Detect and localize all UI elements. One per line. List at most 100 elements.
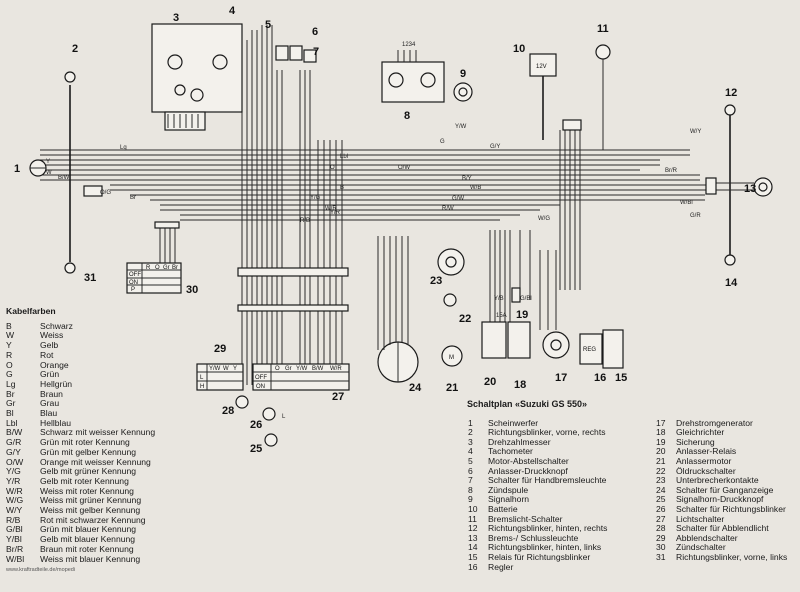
- rear-harness: [489, 119, 582, 330]
- component-number: 30: [186, 284, 198, 296]
- legend-item-number: 6: [468, 465, 473, 476]
- legend-item: 13 Brems-/ Schlussleuchte: [468, 532, 656, 544]
- component-number: 11: [597, 23, 609, 35]
- component-23: 23: [430, 248, 465, 287]
- legend-item-text: Bremslicht-Schalter: [488, 513, 563, 524]
- legend-item-number: 22: [656, 465, 666, 476]
- legend-item-number: 12: [468, 523, 478, 534]
- component-2: 2 31: [64, 43, 103, 284]
- regulator-label: REG: [583, 347, 596, 353]
- legend-item-number: 18: [656, 427, 666, 438]
- cable-color-code: W/R: [6, 485, 23, 496]
- cable-color-name: Weiss mit blauer Kennung: [40, 553, 141, 564]
- switch-header: Y: [233, 366, 237, 372]
- main-harness: [40, 149, 715, 221]
- switch-header: Br: [172, 265, 178, 271]
- switch-header: O: [275, 366, 280, 372]
- cable-color-code: B/W: [6, 427, 23, 438]
- legend-item-number: 1: [468, 417, 473, 428]
- cable-color-name: Schwarz mit weisser Kennung: [40, 427, 156, 438]
- legend-item: 4 Tachometer: [468, 447, 656, 457]
- legend-item-text: Sicherung: [676, 436, 715, 447]
- cable-color-name: Rot: [40, 349, 54, 360]
- component-number: 25: [250, 443, 262, 455]
- switch-row: OFF: [255, 375, 267, 381]
- wire-label: O/G: [100, 190, 111, 196]
- legend-item-number: 4: [468, 446, 473, 457]
- legend-item-number: 13: [468, 532, 478, 543]
- legend-item-text: Schalter für Handbremsleuchte: [488, 475, 607, 486]
- wire-label: G/R: [690, 213, 701, 219]
- cable-color-name: Blau: [40, 408, 58, 419]
- legend-item-number: 11: [468, 513, 477, 524]
- legend-title: Schaltplan «Suzuki GS 550»: [467, 399, 588, 409]
- cable-color-code: G/R: [6, 437, 22, 448]
- component-20: 20: [481, 321, 507, 388]
- wire-label: B: [340, 185, 344, 191]
- cable-color-row: G Grün: [6, 370, 221, 380]
- cable-color-code: Y/Bl: [6, 534, 22, 545]
- component-29: Y/W W Y L H 29: [196, 343, 244, 391]
- cable-color-code: W: [6, 330, 15, 341]
- connector-block: [237, 267, 349, 277]
- component-1: 1: [14, 159, 47, 177]
- cable-color-row: B/W Schwarz mit weisser Kennung: [6, 428, 221, 438]
- component-number: 12: [725, 87, 737, 99]
- legend-item-text: Brems-/ Schlussleuchte: [488, 532, 579, 543]
- legend-item-number: 15: [468, 551, 478, 562]
- wire-label: G/W: [452, 196, 464, 202]
- cable-color-code: G/Bl: [6, 524, 23, 535]
- cable-color-code: Gr: [6, 398, 16, 409]
- legend-item-text: Relais für Richtungsblinker: [488, 551, 591, 562]
- switch-row: ON: [256, 384, 265, 390]
- component-28: 28: [222, 395, 249, 417]
- cable-color-code: G: [6, 369, 13, 380]
- cable-color-name: Weiss mit gelber Kennung: [40, 505, 141, 516]
- switch-header: B/W: [312, 366, 324, 372]
- component-number: 16: [594, 372, 606, 384]
- switch-header: Gr: [163, 265, 170, 271]
- legend-item-number: 14: [468, 542, 478, 553]
- cable-color-name: Weiss mit roter Kennung: [40, 485, 134, 496]
- component-3-4: 3 4: [151, 5, 243, 131]
- component-number: 24: [409, 382, 422, 394]
- connector-block: [237, 304, 349, 312]
- component-number: 1: [14, 163, 20, 175]
- wire-label: W/Bl: [680, 200, 693, 206]
- legend-item-number: 26: [656, 503, 666, 514]
- component-number: 23: [430, 275, 442, 287]
- switch-header: Y/W: [296, 366, 308, 372]
- component-number: 20: [484, 376, 496, 388]
- cable-color-name: Weiss: [40, 330, 64, 341]
- cable-color-row: W/R Weiss mit roter Kennung: [6, 485, 221, 497]
- legend-item-text: Tachometer: [488, 446, 533, 457]
- cable-color-name: Gelb mit grüner Kennung: [40, 466, 137, 477]
- cable-color-name: Grün: [40, 369, 60, 380]
- wire-label: R/W: [442, 206, 454, 212]
- wire-label: Y/G: [310, 195, 321, 201]
- component-number: 29: [214, 343, 226, 355]
- legend-item-number: 8: [468, 484, 473, 495]
- legend-item: 11 Bremslicht-Schalter: [468, 513, 656, 525]
- battery-label: 12V: [536, 64, 547, 70]
